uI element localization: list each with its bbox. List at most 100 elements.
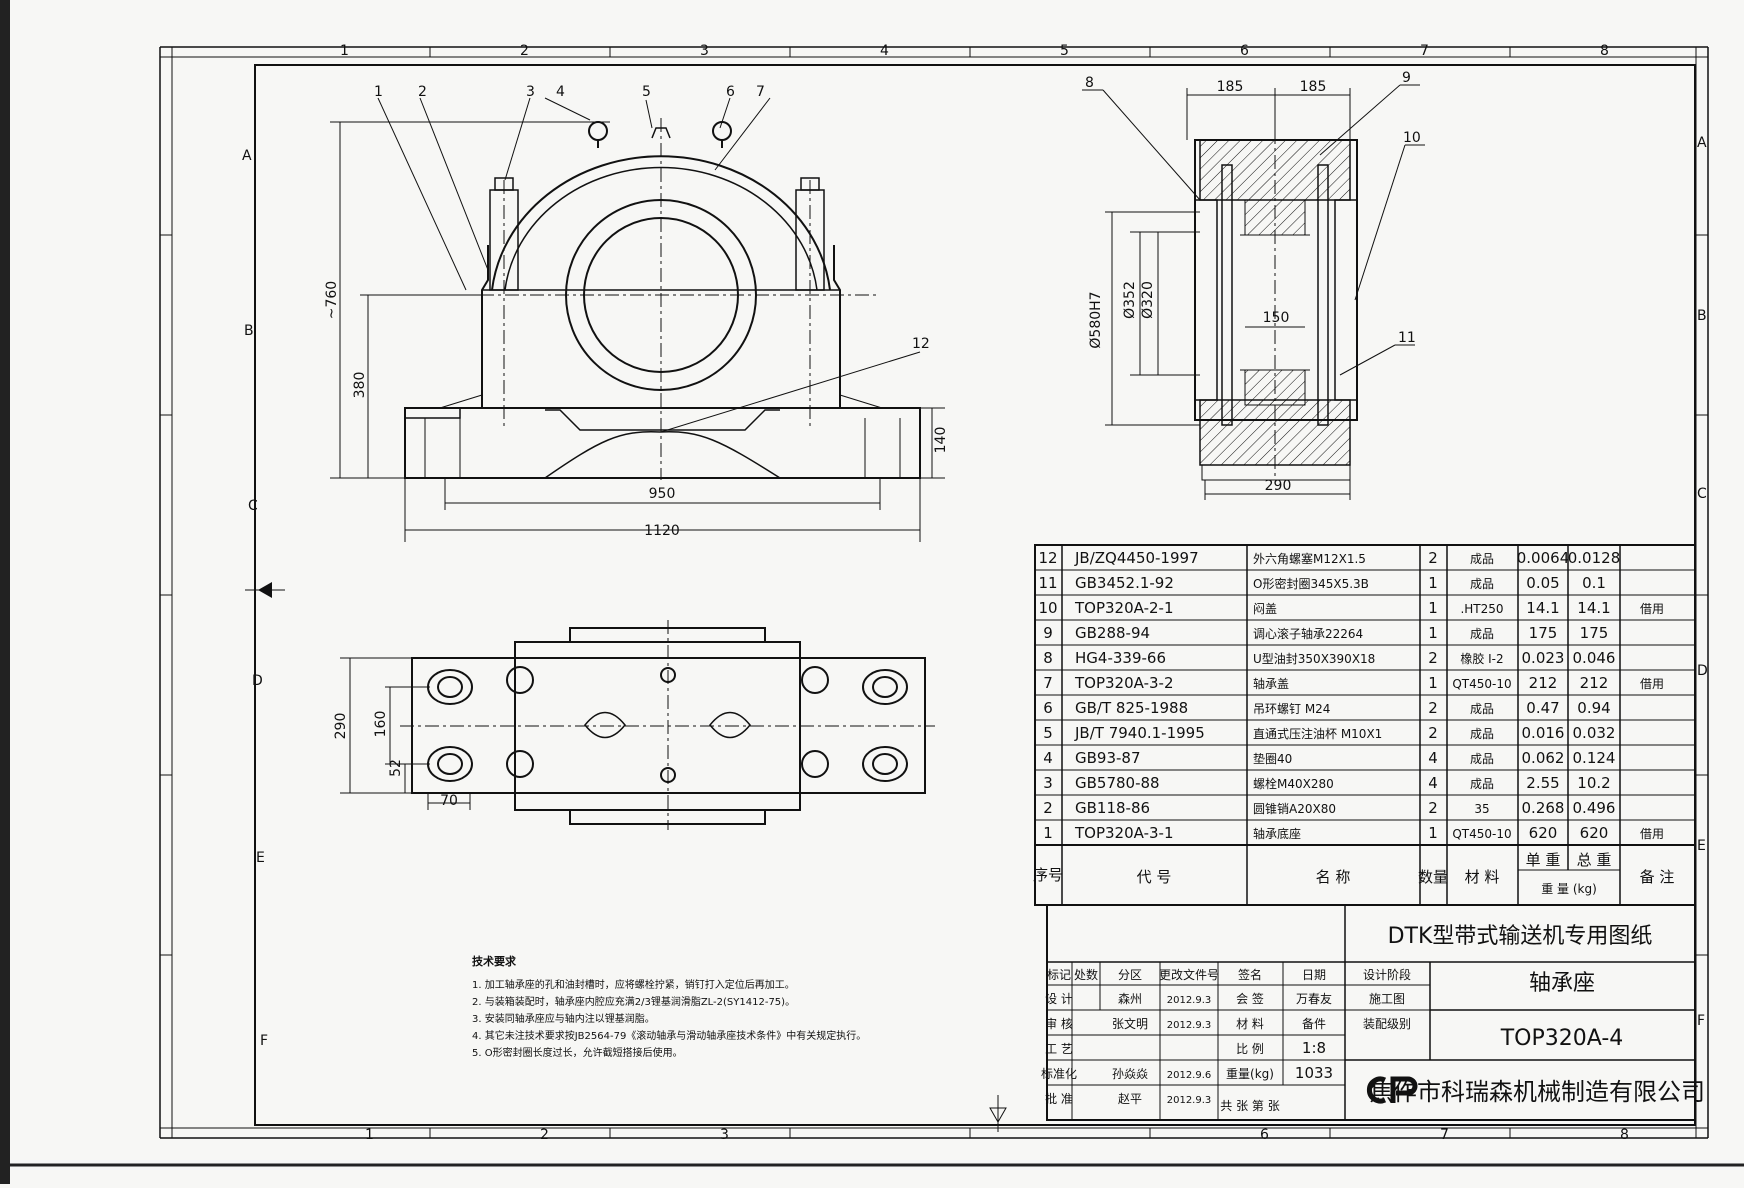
- section-view-callouts: 8 9 10 11: [1085, 70, 1421, 346]
- callout-6: 6: [726, 84, 735, 100]
- weight-value: 1033: [1295, 1064, 1333, 1082]
- callout-7: 7: [756, 84, 765, 100]
- header-name: 名 称: [1316, 868, 1351, 886]
- label-sheets: 共 张 第 张: [1220, 1099, 1279, 1113]
- parts-cell-name: 闷盖: [1253, 601, 1277, 616]
- parts-cell-code: JB/T 7940.1-1995: [1074, 724, 1205, 742]
- parts-cell-unit-w: 2.55: [1526, 774, 1559, 792]
- parts-cell-no: 2: [1043, 799, 1053, 817]
- parts-cell-qty: 2: [1428, 649, 1438, 667]
- dim-bolt-spacing: 950: [649, 486, 676, 502]
- parts-cell-unit-w: 0.05: [1526, 574, 1559, 592]
- zone-col-5: 5: [1060, 43, 1069, 59]
- parts-cell-name: U型油封350X390X18: [1253, 652, 1375, 666]
- parts-cell-qty: 1: [1428, 599, 1438, 617]
- zone-col-1-bottom: 1: [365, 1127, 374, 1143]
- dim-right-width: 185: [1300, 79, 1327, 95]
- approve-date: 2012.9.3: [1167, 1095, 1212, 1106]
- parts-cell-qty: 1: [1428, 574, 1438, 592]
- parts-cell-material: 成品: [1470, 577, 1494, 591]
- part-name: 轴承座: [1529, 971, 1595, 996]
- parts-cell-no: 11: [1038, 574, 1057, 592]
- zone-col-7-bottom: 7: [1440, 1127, 1449, 1143]
- parts-cell-remark: 借用: [1640, 677, 1664, 691]
- parts-cell-material: QT450-10: [1452, 677, 1511, 691]
- parts-cell-qty: 1: [1428, 674, 1438, 692]
- parts-cell-material: QT450-10: [1452, 827, 1511, 841]
- parts-cell-total-w: 620: [1580, 824, 1609, 842]
- dim-offset: 52: [388, 759, 404, 777]
- parts-cell-code: TOP320A-2-1: [1074, 599, 1174, 617]
- parts-cell-unit-w: 0.47: [1526, 699, 1559, 717]
- parts-cell-code: GB3452.1-92: [1075, 574, 1174, 592]
- front-view-callouts: 1 2 3 4 5 6 7 12: [374, 84, 930, 352]
- design-date: 2012.9.3: [1167, 995, 1212, 1006]
- title-block-grid: [1046, 904, 1696, 1121]
- parts-cell-total-w: 0.046: [1573, 649, 1616, 667]
- parts-cell-unit-w: 0.268: [1522, 799, 1565, 817]
- review-date: 2012.9.3: [1167, 1020, 1212, 1031]
- section-view-leaders: [1082, 84, 1425, 376]
- zone-row-a: A: [242, 148, 252, 164]
- zone-row-d: D: [252, 673, 263, 689]
- label-process: 工 艺: [1045, 1042, 1073, 1056]
- parts-cell-qty: 1: [1428, 624, 1438, 642]
- parts-cell-code: HG4-339-66: [1075, 649, 1166, 667]
- section-view-dim-text: 185 185 Ø580H7 Ø352 Ø320 150 290: [1088, 79, 1326, 494]
- header-unit-weight: 单 重: [1526, 851, 1561, 869]
- front-view-leaders: [377, 97, 921, 433]
- dim-total-width: 290: [1265, 478, 1292, 494]
- series-title: DTK型带式输送机专用图纸: [1388, 924, 1653, 949]
- zone-row-e-right: E: [1697, 838, 1706, 854]
- parts-cell-name: 直通式压注油杯 M10X1: [1253, 726, 1382, 741]
- review-name: 张文明: [1112, 1016, 1148, 1031]
- label-weight: 重量(kg): [1226, 1067, 1274, 1081]
- parts-cell-total-w: 14.1: [1577, 599, 1610, 617]
- label-countersign: 会 签: [1236, 991, 1264, 1006]
- parts-cell-material: 成品: [1470, 627, 1494, 641]
- header-total-weight: 总 重: [1577, 851, 1612, 869]
- parts-cell-qty: 2: [1428, 724, 1438, 742]
- label-stage: 设计阶段: [1363, 967, 1411, 982]
- parts-cell-unit-w: 0.023: [1522, 649, 1565, 667]
- callout-3: 3: [526, 84, 535, 100]
- label-design: 设 计: [1045, 992, 1073, 1006]
- front-view-dimensions: [330, 121, 945, 542]
- label-material: 材 料: [1236, 1017, 1264, 1031]
- rev-header-count: 处数: [1074, 967, 1098, 982]
- dim-center-height: 380: [352, 372, 368, 399]
- parts-cell-no: 8: [1043, 649, 1053, 667]
- parts-cell-code: GB288-94: [1075, 624, 1150, 642]
- parts-cell-qty: 2: [1428, 799, 1438, 817]
- label-assembly: 装配级别: [1363, 1017, 1411, 1031]
- parts-cell-material: 成品: [1470, 752, 1494, 766]
- callout-12: 12: [912, 336, 930, 352]
- parts-cell-unit-w: 0.016: [1522, 724, 1565, 742]
- parts-cell-name: 轴承底座: [1253, 826, 1301, 841]
- section-view: [1194, 139, 1358, 481]
- tech-requirement-3: 3. 安装同轴承座应与轴内注以锂基润脂。: [472, 1012, 655, 1025]
- parts-cell-name: O形密封圈345X5.3B: [1253, 576, 1369, 591]
- parts-cell-name: 螺栓M40X280: [1253, 776, 1334, 791]
- zone-row-b-right: B: [1697, 308, 1707, 324]
- parts-cell-name: 轴承盖: [1253, 676, 1289, 691]
- parts-cell-total-w: 175: [1580, 624, 1609, 642]
- parts-cell-no: 7: [1043, 674, 1053, 692]
- callout-2: 2: [418, 84, 427, 100]
- header-material: 材 料: [1465, 868, 1500, 886]
- label-approve: 批 准: [1045, 1091, 1073, 1106]
- parts-cell-qty: 2: [1428, 699, 1438, 717]
- parts-cell-no: 6: [1043, 699, 1053, 717]
- parts-cell-name: 调心滚子轴承22264: [1253, 626, 1363, 641]
- parts-cell-code: GB93-87: [1075, 749, 1141, 767]
- label-standard: 标准化: [1041, 1067, 1077, 1081]
